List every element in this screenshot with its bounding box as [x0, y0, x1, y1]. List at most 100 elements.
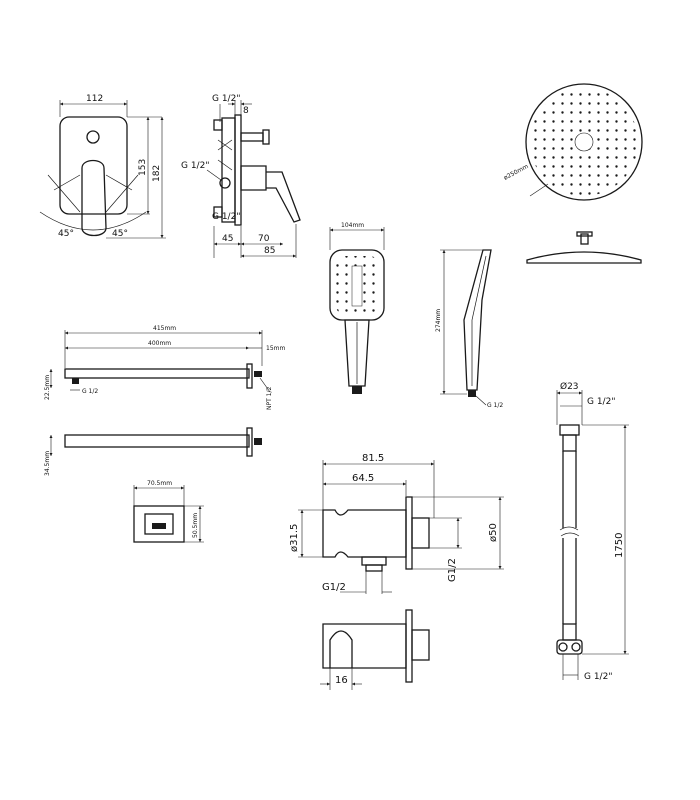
square-flange-view: 70.5mm 50.5mm	[133, 480, 204, 543]
shower-head-outline	[525, 83, 643, 201]
inlet-top	[213, 119, 223, 131]
outlet-connector-thread	[365, 564, 383, 572]
wall-outlet-plan-view: 16	[320, 609, 430, 690]
outlet-plan-hook	[329, 630, 353, 668]
thread-bottom-outlet-label: G1/2	[322, 582, 346, 593]
dim-hand-shower-width: 104mm	[341, 222, 364, 229]
hose-upper-section	[562, 451, 577, 528]
hand-shower-side-thread	[468, 390, 476, 397]
rotation-lines	[47, 174, 139, 213]
hose-bottom-nut-right	[571, 642, 581, 652]
hand-shower-front-view: 104mm	[329, 222, 385, 394]
dim-mixer-height-outer: 182	[152, 165, 162, 182]
hose-bottom-cone	[562, 623, 577, 641]
valve-body	[221, 117, 236, 223]
dim-plate-thickness: 8	[243, 106, 249, 116]
side-handle	[266, 171, 301, 223]
arm-wall-flange	[246, 363, 253, 389]
outlet-plan-flange	[405, 609, 413, 683]
arm-plan-thread	[254, 438, 262, 445]
dim-body-depth: 45	[222, 234, 233, 244]
thread-bottom-label: G 1/2"	[212, 212, 240, 222]
overhead-shower-top-view: ø250mm	[503, 83, 643, 201]
side-inlet-mid	[219, 177, 231, 189]
dim-hand-shower-length: 274mm	[435, 309, 442, 332]
wall-outlet-side-view: 81.5 64.5 ø31.5 ø50 G1/2 G1/2	[289, 453, 504, 594]
arm-wall-thread	[254, 371, 262, 377]
hose-break-upper	[559, 526, 580, 537]
outlet-flange	[405, 496, 413, 570]
dim-mixer-height-inner: 153	[138, 159, 148, 176]
mixer-front-view: 112 153 182 45° 45°	[39, 94, 166, 239]
mixer-cover-plate	[59, 116, 128, 215]
dim-arm-length: 400mm	[148, 340, 171, 347]
inlet-bottom	[213, 206, 223, 218]
arm-tube	[64, 368, 250, 379]
hand-shower-thread-label: G 1/2	[487, 402, 503, 409]
dim-flange-depth: 15mm	[266, 345, 285, 352]
hand-shower-profile	[463, 249, 492, 391]
outlet-connector	[361, 556, 387, 566]
dim-arm-plan-height: 34.5mm	[44, 451, 51, 476]
overhead-shower-side-view	[526, 231, 642, 264]
wall-plate	[234, 114, 242, 226]
cartridge-housing	[240, 165, 267, 191]
flange-outer	[133, 505, 185, 543]
thread-mid-label: G 1/2"	[181, 161, 209, 171]
hand-shower-side-view: 274mm G 1/2	[435, 249, 503, 409]
arm-side-thread-label: NPT 1/2	[266, 386, 273, 410]
dim-outlet-flange-diameter: ø50	[488, 523, 499, 542]
dim-total-projection: 85	[264, 246, 275, 256]
dim-arm-height: 22.5mm	[44, 375, 51, 400]
hand-shower-handle	[344, 319, 370, 387]
arm-thread-label: G 1/2	[82, 388, 98, 395]
hand-shower-center-strip	[351, 265, 363, 307]
dim-shower-diameter: ø250mm	[503, 163, 530, 182]
hand-shower-thread	[352, 386, 362, 394]
dim-outlet-body: 64.5	[352, 473, 374, 484]
dim-outlet-hook-depth: 16	[335, 675, 348, 686]
thread-rear-label: G1/2	[447, 558, 458, 582]
rotation-arc	[39, 211, 147, 231]
outlet-rear-pipe	[411, 517, 430, 549]
dim-arm-total: 415mm	[153, 325, 176, 332]
hose-top-nut	[559, 424, 580, 436]
shower-connector-nut	[576, 231, 593, 237]
outlet-plan-pipe	[411, 629, 430, 661]
dim-flange-width: 70.5mm	[147, 480, 172, 487]
angle-left-label: 45°	[58, 229, 74, 239]
hose-thread-bottom-label: G 1/2"	[584, 672, 612, 682]
mixer-handle	[81, 159, 107, 237]
dim-outlet-body-diameter: ø31.5	[289, 524, 300, 552]
outlet-body	[322, 509, 407, 558]
hand-shower-profile-inner	[471, 255, 487, 386]
shower-connector	[580, 233, 589, 245]
handle-ghost-lines	[53, 174, 133, 191]
shower-arm-plan-view: 34.5mm	[44, 427, 262, 476]
shower-hose-view: Ø23 G 1/2" 1750 G 1/2"	[556, 381, 629, 682]
angle-right-label: 45°	[112, 229, 128, 239]
hose-top-cone	[562, 434, 577, 452]
dim-handle-projection: 70	[258, 234, 270, 244]
outlet-nut	[262, 129, 270, 145]
mixer-side-view: G 1/2" G 1/2" G 1/2" 8 45 70 85	[181, 94, 301, 258]
hose-lower-section	[562, 538, 577, 624]
hose-bottom-nut-left	[558, 642, 568, 652]
diverter-button	[86, 130, 100, 144]
dim-hose-diameter: Ø23	[560, 381, 579, 392]
dim-flange-height: 50.5mm	[192, 513, 199, 538]
arm-plan-tube	[64, 434, 250, 448]
arm-outlet-thread	[72, 378, 79, 384]
flange-inner	[144, 513, 174, 535]
hose-bottom-nut	[556, 639, 583, 655]
thread-top-label: G 1/2"	[212, 94, 240, 104]
dim-mixer-width: 112	[86, 94, 103, 104]
dim-outlet-total: 81.5	[362, 453, 384, 464]
flange-outlet	[152, 523, 166, 529]
dim-hose-length: 1750	[614, 533, 625, 558]
hose-thread-top-label: G 1/2"	[587, 397, 615, 407]
internal-hatching	[217, 139, 233, 171]
shower-head-profile	[526, 251, 642, 264]
outlet-pipe	[240, 132, 264, 142]
